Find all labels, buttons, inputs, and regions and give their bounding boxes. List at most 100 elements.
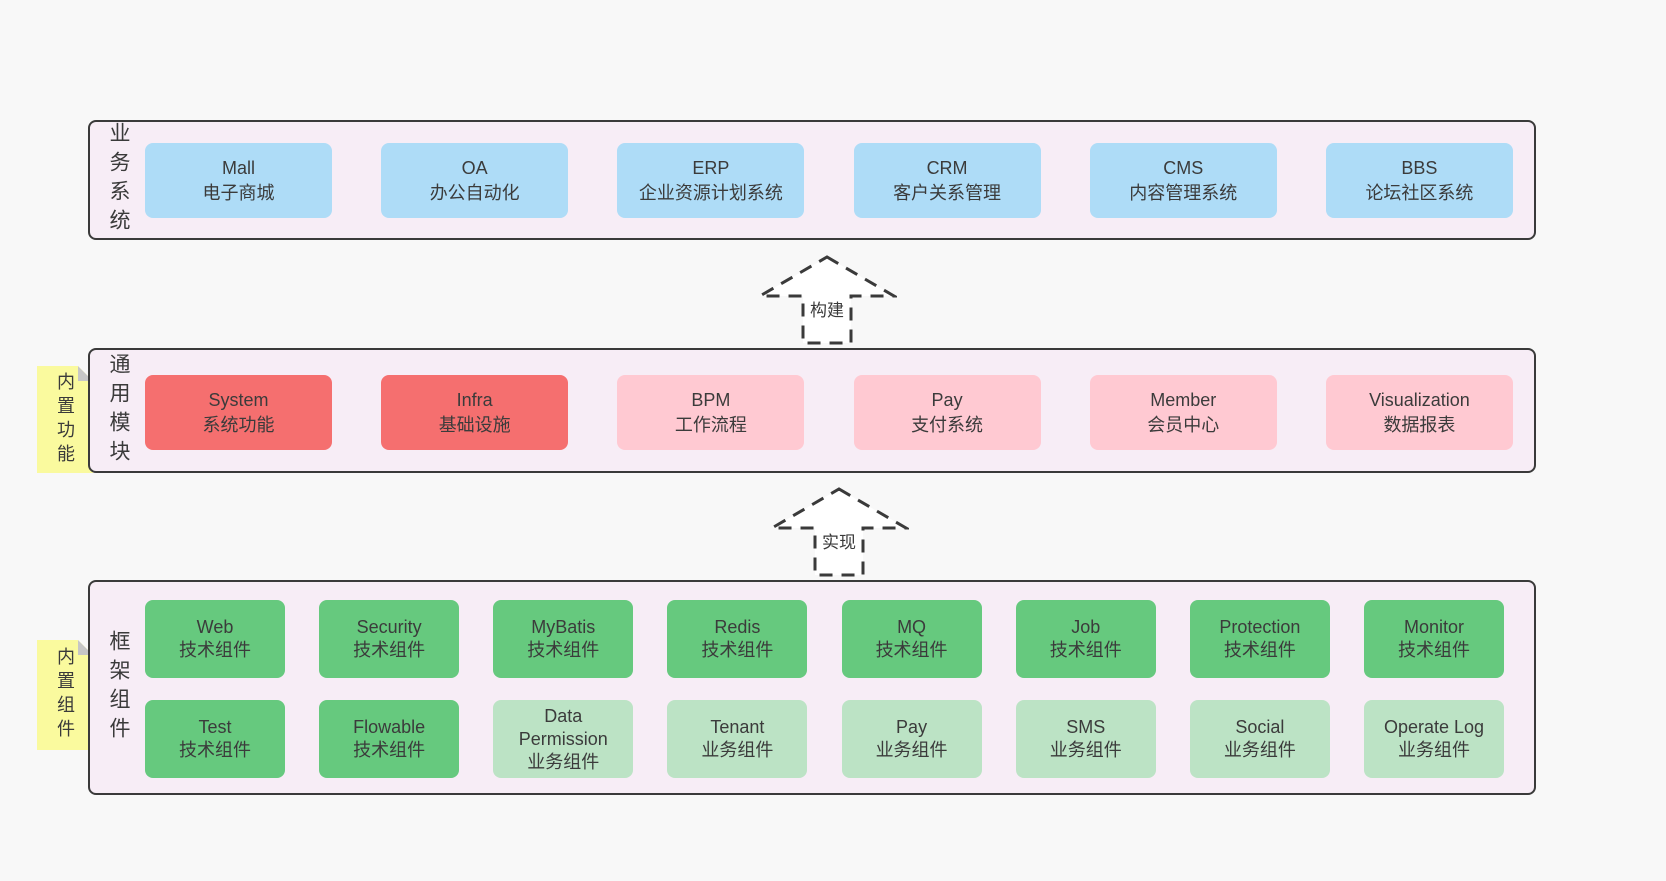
box-subtitle: 支付系统 — [911, 414, 984, 435]
box-subtitle: 技术组件 — [527, 640, 600, 660]
box-tenant: Tenant 业务组件 — [667, 700, 808, 778]
box-subtitle: 基础设施 — [438, 414, 511, 435]
box-erp: ERP 企业资源计划系统 — [617, 143, 805, 218]
box-title: Redis — [714, 617, 761, 637]
box-subtitle: 论坛社区系统 — [1365, 182, 1474, 203]
box-operate-log: Operate Log 业务组件 — [1363, 700, 1504, 778]
arrow-implement: 实现 — [766, 486, 912, 578]
components-row-2: Test 技术组件 Flowable 技术组件 Data Permission … — [145, 700, 1504, 778]
components-row-1: Web 技术组件 Security 技术组件 MyBatis 技术组件 Redi… — [145, 600, 1504, 678]
box-title: MQ — [897, 617, 927, 637]
box-subtitle: 技术组件 — [1049, 640, 1122, 660]
box-title: Social — [1235, 717, 1285, 737]
box-title: BBS — [1401, 157, 1438, 178]
box-subtitle: 企业资源计划系统 — [638, 182, 783, 203]
box-title: BPM — [691, 389, 731, 410]
box-bpm: BPM 工作流程 — [617, 375, 805, 450]
box-visualization: Visualization 数据报表 — [1325, 375, 1513, 450]
sticky-note-label: 内置功能 — [55, 371, 75, 468]
box-social: Social 业务组件 — [1189, 700, 1330, 778]
box-title: Operate Log — [1383, 717, 1485, 737]
box-title: CMS — [1163, 157, 1204, 178]
box-subtitle: 技术组件 — [1397, 640, 1470, 660]
box-subtitle: 会员中心 — [1147, 414, 1220, 435]
box-subtitle: 业务组件 — [527, 751, 600, 772]
box-title: OA — [461, 157, 488, 178]
box-subtitle: 业务组件 — [875, 740, 948, 760]
box-pay: Pay 支付系统 — [853, 375, 1041, 450]
box-subtitle: 电子商城 — [202, 182, 275, 203]
box-subtitle: 工作流程 — [674, 414, 747, 435]
box-subtitle: 技术组件 — [1223, 640, 1296, 660]
arrow-build: 构建 — [754, 254, 900, 346]
box-title: Pay — [896, 717, 928, 737]
box-subtitle: 系统功能 — [202, 414, 275, 435]
box-subtitle: 业务组件 — [1223, 740, 1296, 760]
box-mq: MQ 技术组件 — [841, 600, 982, 678]
box-sms: SMS 业务组件 — [1015, 700, 1156, 778]
box-web: Web 技术组件 — [145, 600, 285, 678]
box-title: Test — [198, 717, 232, 737]
box-subtitle: 办公自动化 — [429, 182, 520, 203]
box-title: Web — [196, 617, 234, 637]
box-title: Pay — [931, 389, 963, 410]
arrow-label: 构建 — [808, 296, 846, 321]
layer-title-vertical: 框架组件 — [107, 629, 130, 746]
sticky-note-built-in-components: 内置组件 — [37, 640, 93, 750]
layer-common-modules: 通用模块 System 系统功能 Infra 基础设施 BPM 工作流程 Pay… — [88, 348, 1536, 473]
box-title: Security — [356, 617, 422, 637]
layer-title-vertical: 通用模块 — [107, 352, 130, 469]
box-subtitle: 业务组件 — [701, 740, 774, 760]
box-title: SMS — [1066, 717, 1106, 737]
box-title: Visualization — [1369, 389, 1470, 410]
box-subtitle: 技术组件 — [353, 740, 426, 760]
box-test: Test 技术组件 — [145, 700, 285, 778]
box-title: System — [208, 389, 269, 410]
box-data-permission: Data Permission 业务组件 — [493, 700, 634, 778]
box-cms: CMS 内容管理系统 — [1089, 143, 1277, 218]
box-subtitle: 客户关系管理 — [893, 182, 1002, 203]
sticky-note-label: 内置组件 — [55, 647, 75, 743]
box-pay-biz: Pay 业务组件 — [841, 700, 982, 778]
arrow-label: 实现 — [820, 528, 858, 553]
box-crm: CRM 客户关系管理 — [853, 143, 1041, 218]
box-title: Protection — [1219, 617, 1301, 637]
box-mall: Mall 电子商城 — [145, 143, 332, 218]
box-mybatis: MyBatis 技术组件 — [493, 600, 634, 678]
business-boxes-row: Mall 电子商城 OA 办公自动化 ERP 企业资源计划系统 CRM 客户关系… — [145, 143, 1513, 218]
box-title: Data Permission — [518, 705, 608, 749]
box-job: Job 技术组件 — [1015, 600, 1156, 678]
box-title: Monitor — [1403, 617, 1464, 637]
box-monitor: Monitor 技术组件 — [1363, 600, 1504, 678]
box-subtitle: 业务组件 — [1049, 740, 1122, 760]
box-system: System 系统功能 — [145, 375, 332, 450]
box-title: Job — [1071, 617, 1101, 637]
box-infra: Infra 基础设施 — [381, 375, 569, 450]
box-title: MyBatis — [531, 617, 596, 637]
box-title: ERP — [692, 157, 730, 178]
box-bbs: BBS 论坛社区系统 — [1325, 143, 1513, 218]
box-title: Infra — [456, 389, 493, 410]
box-subtitle: 数据报表 — [1383, 414, 1456, 435]
box-redis: Redis 技术组件 — [667, 600, 808, 678]
box-subtitle: 内容管理系统 — [1129, 182, 1238, 203]
box-flowable: Flowable 技术组件 — [319, 700, 460, 778]
box-member: Member 会员中心 — [1089, 375, 1277, 450]
box-title: CRM — [926, 157, 968, 178]
box-subtitle: 技术组件 — [353, 640, 426, 660]
box-title: Member — [1150, 389, 1217, 410]
box-subtitle: 技术组件 — [179, 640, 251, 660]
layer-framework-components: 框架组件 Web 技术组件 Security 技术组件 MyBatis 技术组件… — [88, 580, 1536, 795]
layer-title-vertical: 业务系统 — [107, 122, 130, 238]
box-protection: Protection 技术组件 — [1189, 600, 1330, 678]
box-title: Flowable — [353, 717, 426, 737]
box-subtitle: 技术组件 — [701, 640, 774, 660]
sticky-note-built-in-features: 内置功能 — [37, 366, 93, 473]
box-title: Mall — [221, 157, 255, 178]
box-security: Security 技术组件 — [319, 600, 460, 678]
box-subtitle: 技术组件 — [179, 740, 251, 760]
box-title: Tenant — [710, 717, 765, 737]
layer-business-systems: 业务系统 Mall 电子商城 OA 办公自动化 ERP 企业资源计划系统 CRM… — [88, 120, 1536, 240]
modules-boxes-row: System 系统功能 Infra 基础设施 BPM 工作流程 Pay 支付系统… — [145, 375, 1513, 450]
box-oa: OA 办公自动化 — [381, 143, 569, 218]
